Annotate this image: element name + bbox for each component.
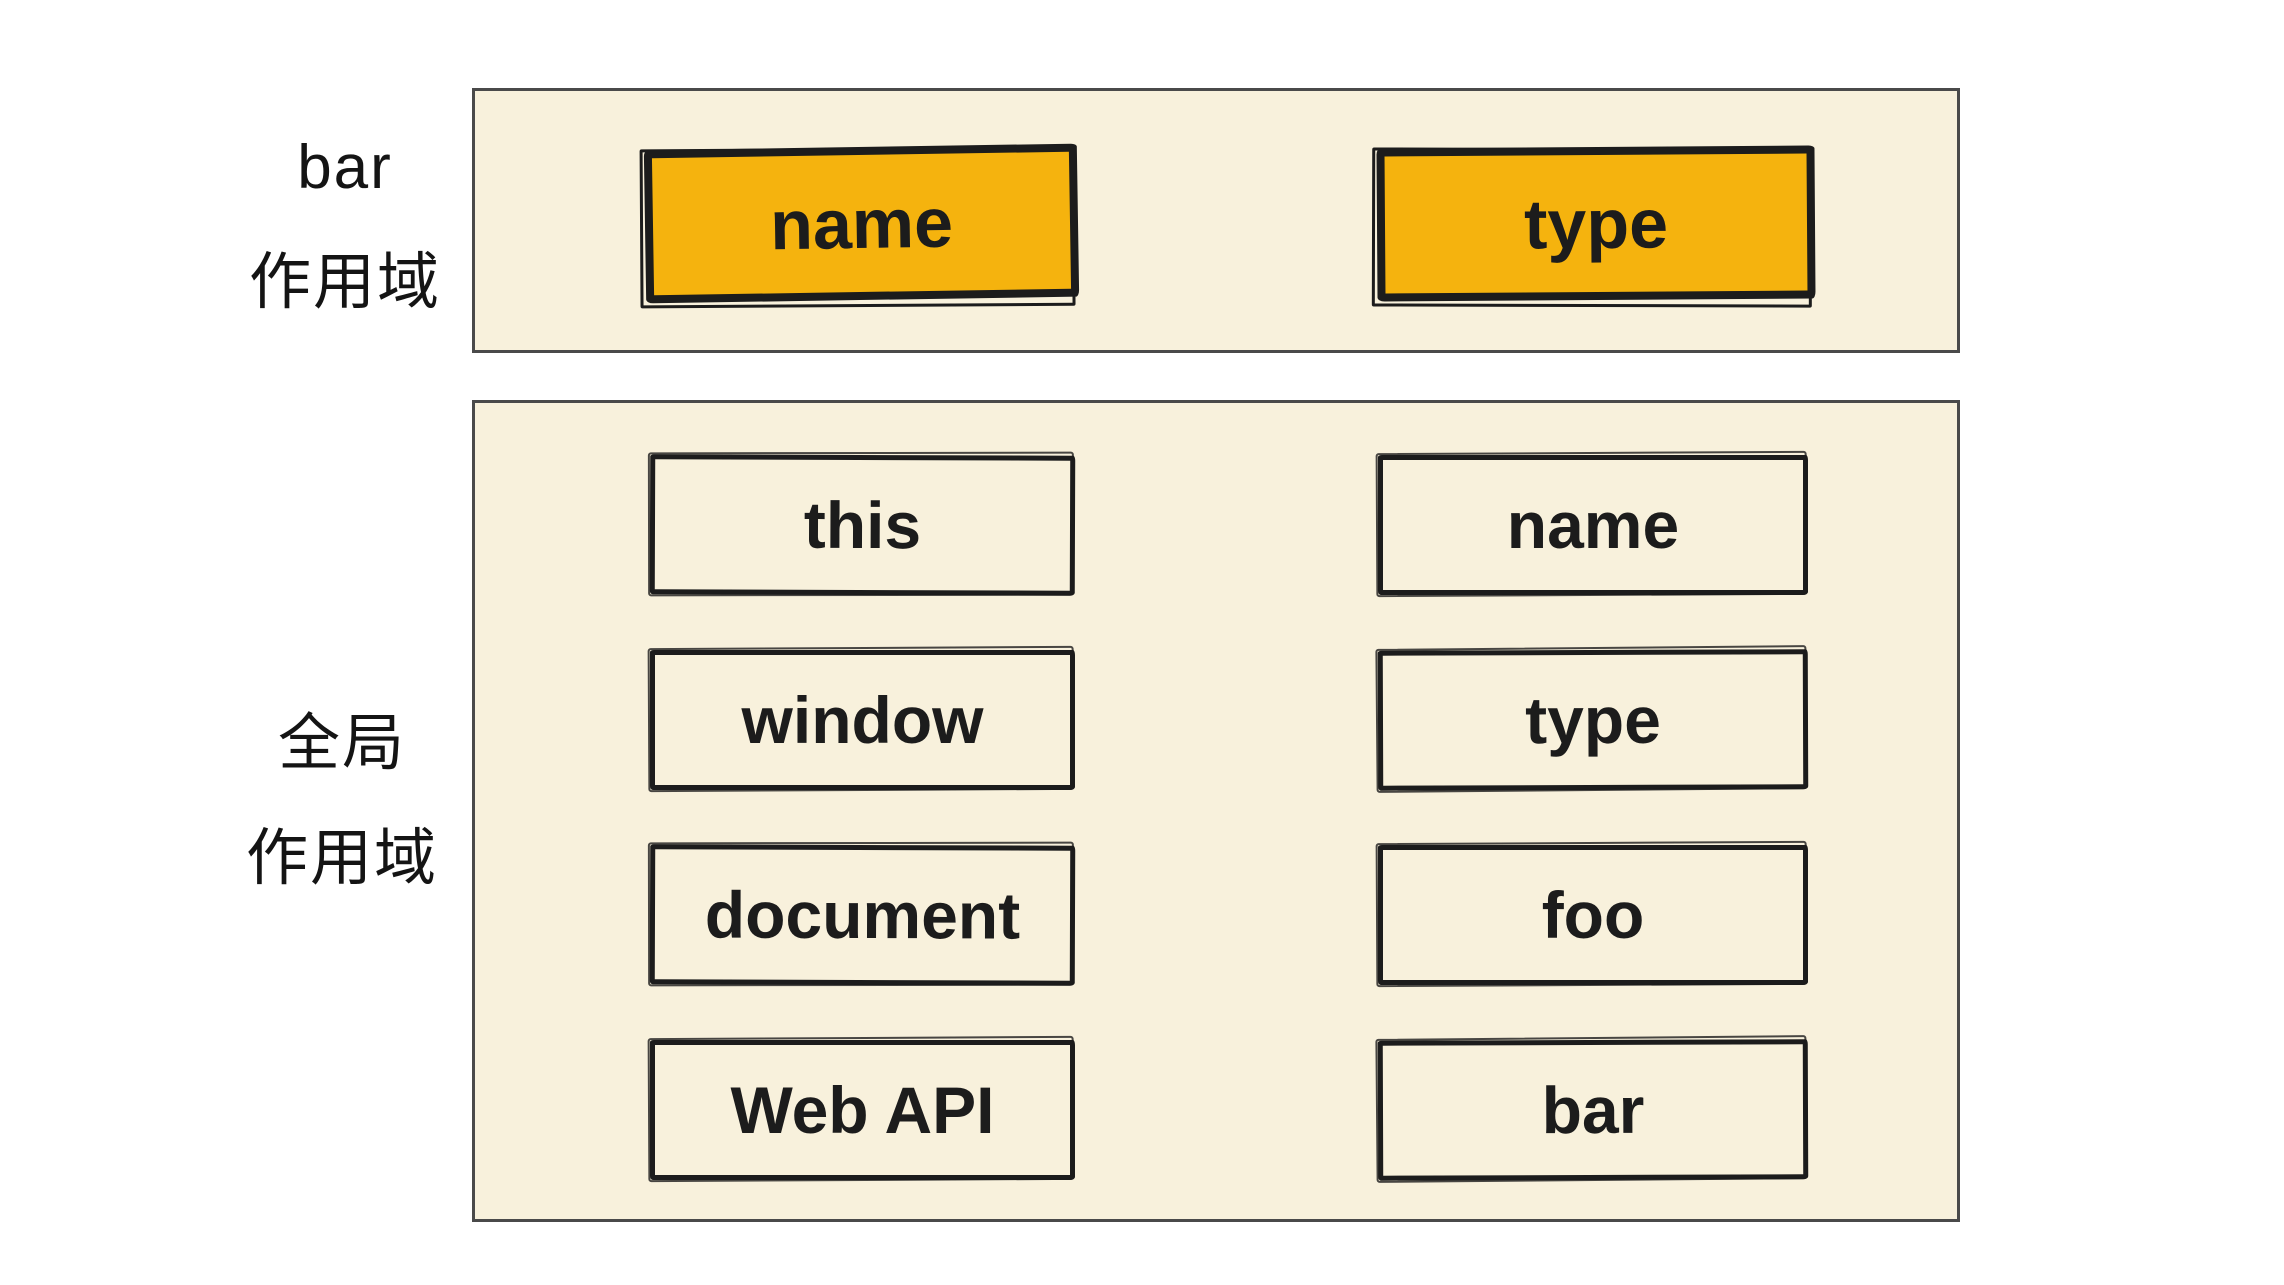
box-label: name bbox=[1506, 488, 1680, 562]
box-label: Web API bbox=[730, 1073, 995, 1147]
box-label: name bbox=[769, 183, 954, 264]
global-scope-row-4: Web API bar bbox=[475, 1039, 1957, 1181]
global-scope-label-line-2: 作用域 bbox=[245, 824, 438, 893]
bar-scope-box-name: name bbox=[643, 143, 1080, 304]
global-scope-box-foo: foo bbox=[1378, 845, 1808, 985]
global-scope-row-2: window type bbox=[475, 649, 1957, 791]
box-label: this bbox=[803, 487, 922, 563]
global-scope-box-type: type bbox=[1377, 649, 1809, 791]
global-scope-box-web-api: Web API bbox=[650, 1040, 1075, 1180]
global-scope-label: 全局 作用域 bbox=[172, 686, 512, 916]
global-scope-row-1: this name bbox=[475, 454, 1957, 596]
bar-scope-panel: name type bbox=[472, 88, 1960, 353]
box-label: window bbox=[741, 683, 984, 757]
global-scope-panel: this name window type document foo bbox=[472, 400, 1960, 1222]
global-scope-box-bar: bar bbox=[1377, 1039, 1809, 1181]
global-scope-row-3: document foo bbox=[475, 844, 1957, 986]
box-label: bar bbox=[1541, 1072, 1645, 1148]
bar-scope-label-line-2: 作用域 bbox=[248, 248, 441, 317]
global-scope-box-document: document bbox=[649, 844, 1076, 986]
box-label: type bbox=[1523, 183, 1669, 264]
box-label: document bbox=[704, 877, 1021, 953]
bar-scope-box-type: type bbox=[1376, 145, 1816, 302]
global-scope-box-name: name bbox=[1378, 455, 1808, 595]
box-label: type bbox=[1525, 682, 1661, 758]
global-scope-label-line-1: 全局 bbox=[277, 709, 406, 778]
box-label: foo bbox=[1541, 878, 1645, 952]
global-scope-box-window: window bbox=[650, 650, 1075, 790]
global-scope-box-this: this bbox=[649, 454, 1076, 596]
bar-scope-label: bar 作用域 bbox=[175, 110, 515, 340]
bar-scope-label-line-1: bar bbox=[297, 133, 393, 202]
